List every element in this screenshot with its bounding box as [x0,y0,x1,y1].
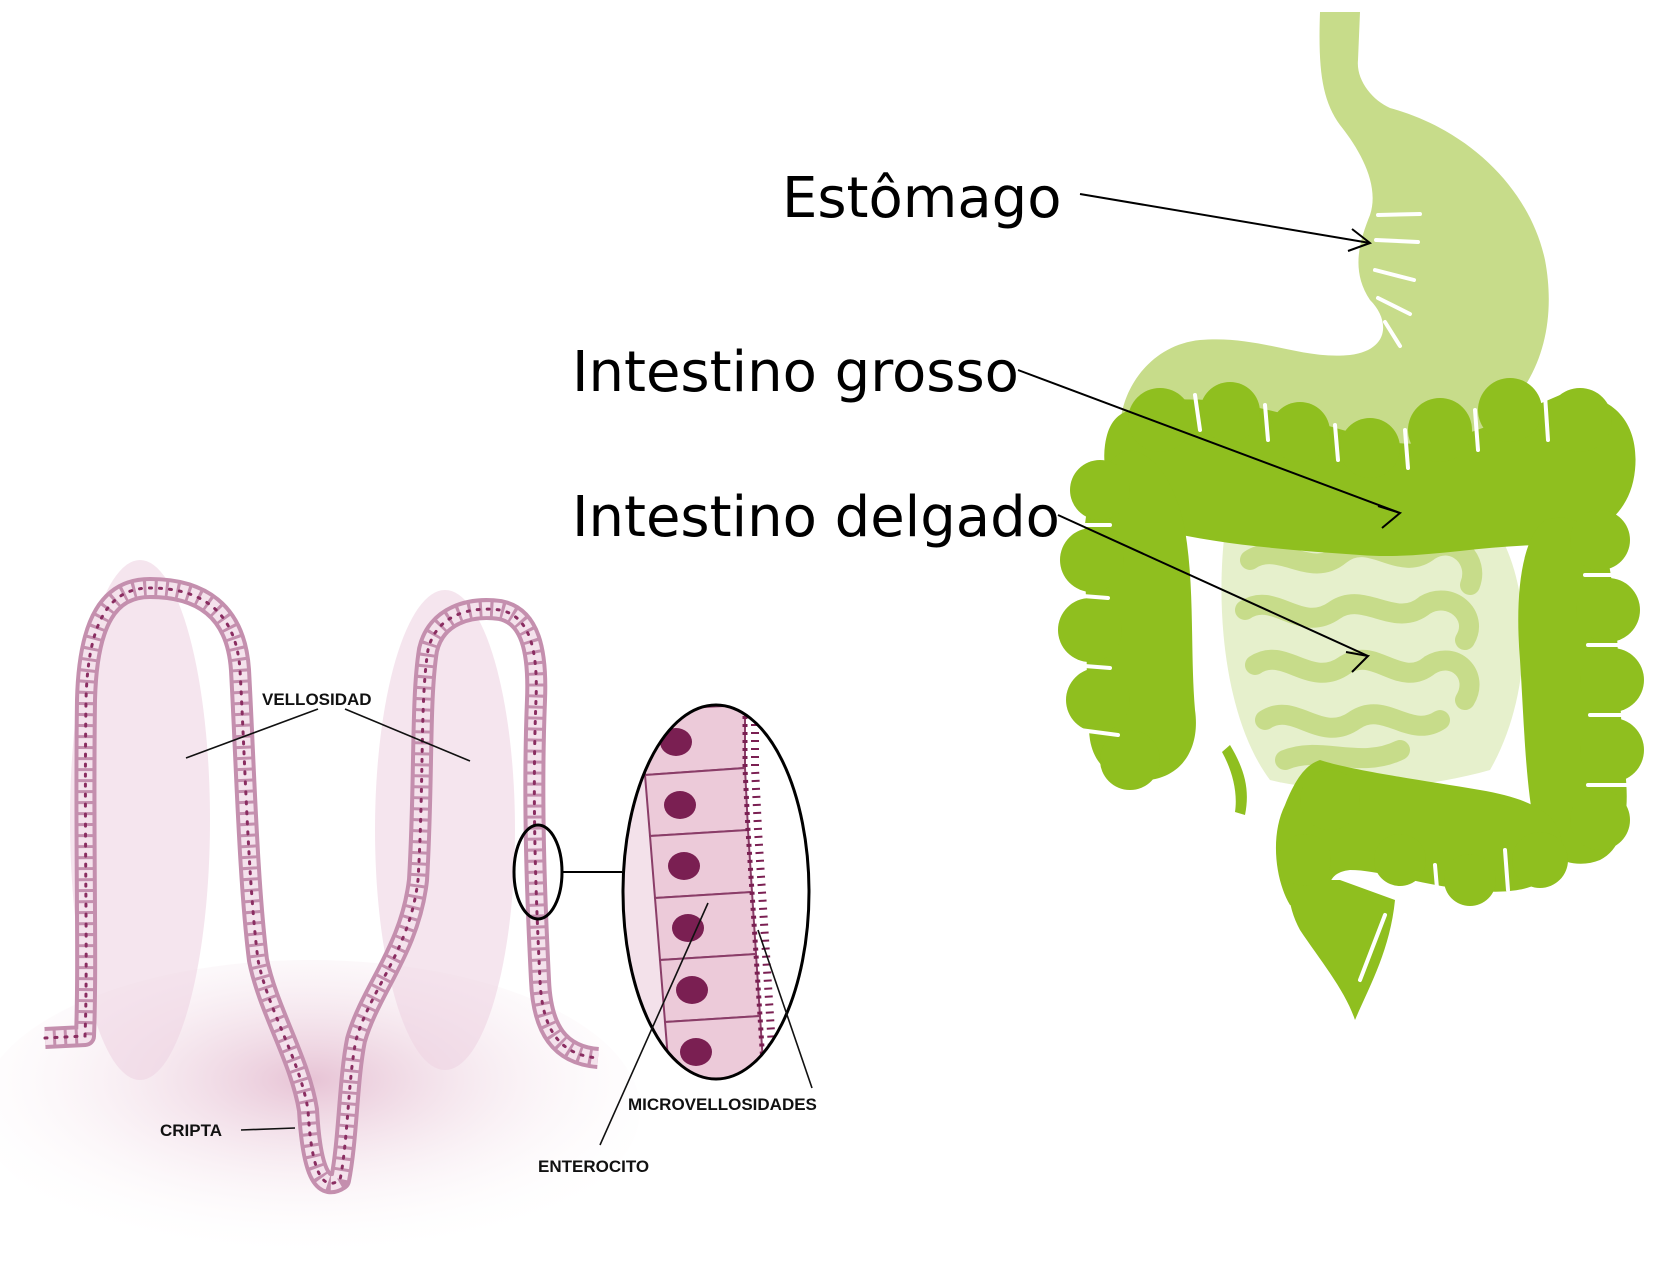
label-intestino-grosso: Intestino grosso [572,340,1019,405]
label-vellosidad: VELLOSIDAD [262,690,372,709]
stomach-shape [1120,12,1549,452]
enterocyte-zoom [620,700,820,1084]
label-microvellosidades: MICROVELLOSIDADES [628,1095,817,1114]
label-enterocito: ENTEROCITO [538,1157,649,1176]
digestive-organs-illustration [1058,12,1644,1020]
arrow-estomago [1080,194,1370,251]
label-intestino-delgado: Intestino delgado [572,485,1060,550]
villi-histology-illustration [0,560,820,1260]
label-estomago: Estômago [782,166,1061,231]
label-cripta: CRIPTA [160,1121,222,1140]
